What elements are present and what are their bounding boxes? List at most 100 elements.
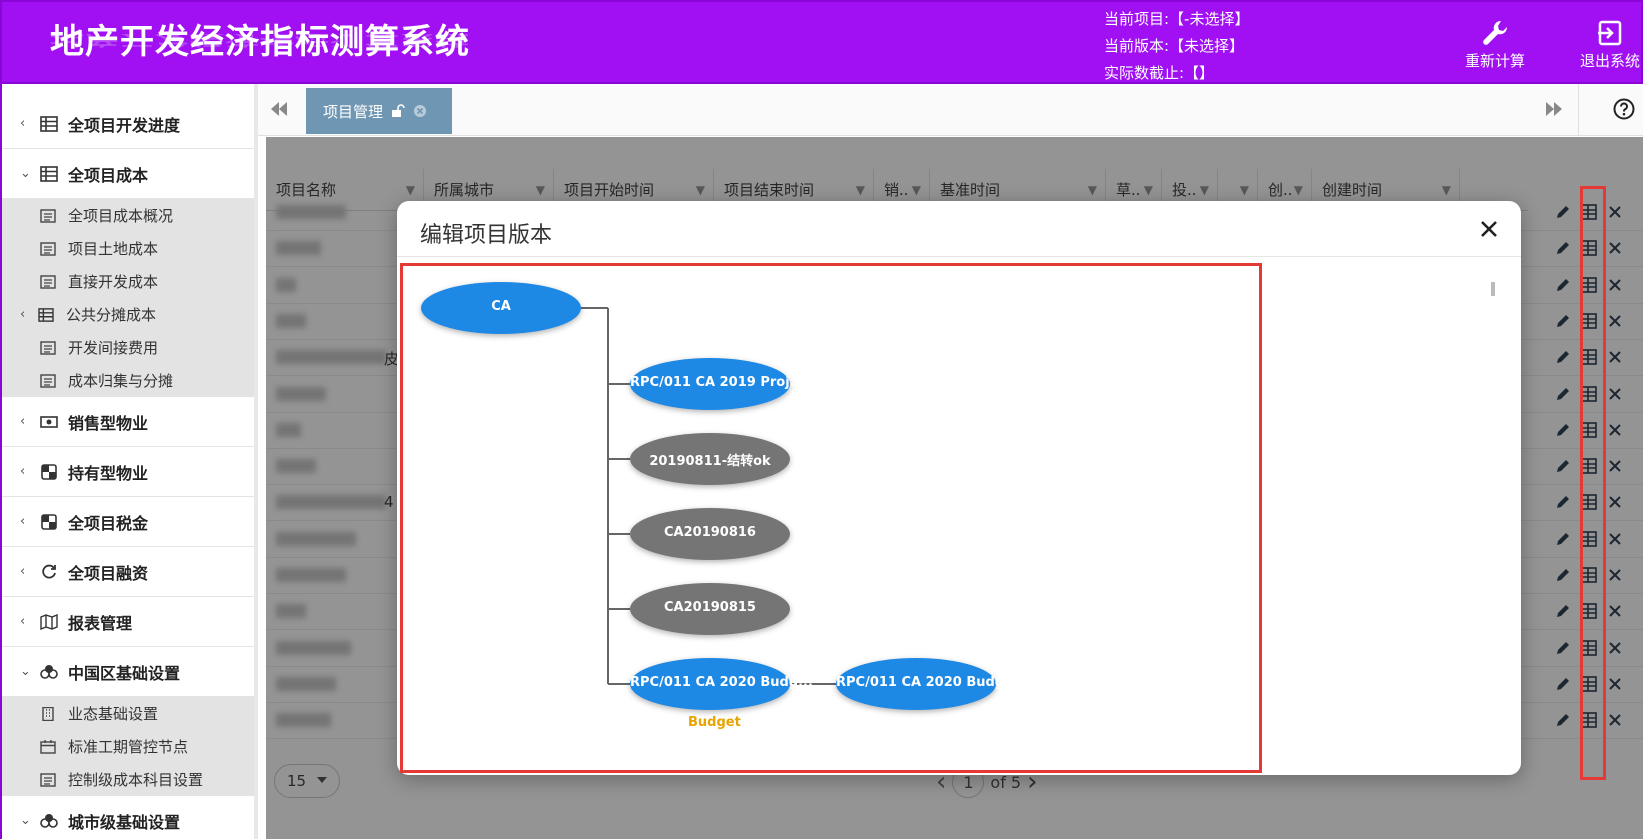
tab-close-icon[interactable] (413, 104, 427, 118)
column-header[interactable]: 创..▼ (1258, 169, 1312, 210)
sidebar-group-10[interactable]: ‹全项目税金 (2, 497, 256, 547)
sidebar-group-13[interactable]: ⌄中国区基础设置 (2, 647, 256, 697)
delete-icon[interactable] (1606, 203, 1624, 221)
delete-icon[interactable] (1606, 421, 1624, 439)
delete-icon[interactable] (1606, 239, 1624, 257)
filter-icon[interactable]: ▼ (695, 182, 705, 197)
column-header[interactable]: 创建时间▼ (1312, 169, 1460, 210)
close-icon[interactable] (1477, 217, 1501, 241)
filter-icon[interactable]: ▼ (405, 182, 415, 197)
edit-icon[interactable] (1554, 493, 1572, 511)
sidebar-group-label: 销售型物业 (68, 413, 149, 433)
edit-icon[interactable] (1554, 711, 1572, 729)
versions-icon[interactable] (1580, 203, 1598, 221)
delete-icon[interactable] (1606, 530, 1624, 548)
column-header[interactable]: 所属城市 ▼ (424, 169, 554, 210)
sidebar-group-17[interactable]: ⌄城市级基础设置 (2, 796, 256, 839)
edit-icon[interactable] (1554, 639, 1572, 657)
sidebar-item-16[interactable]: 控制级成本科目设置 (2, 763, 256, 796)
edit-icon[interactable] (1554, 530, 1572, 548)
sidebar-item-label: 标准工期管控节点 (68, 738, 189, 756)
column-label: 所属城市 (434, 181, 495, 199)
edit-icon[interactable] (1554, 602, 1572, 620)
tree-node-4[interactable] (630, 658, 790, 710)
tree-node-3[interactable] (630, 583, 790, 635)
sidebar-item-6[interactable]: 开发间接费用 (2, 331, 256, 364)
next-page-icon[interactable]: › (1027, 767, 1038, 797)
column-header[interactable]: ▼ (1218, 169, 1258, 210)
logout-button[interactable]: 退出系统 (1580, 18, 1640, 71)
delete-icon[interactable] (1606, 385, 1624, 403)
delete-icon[interactable] (1606, 348, 1624, 366)
app-header: 地产开发经济指标测算系统 地产开发经济指标测算系统 当前项目:【-未选择】 当前… (0, 0, 1643, 84)
sidebar-item-2[interactable]: 全项目成本概况 (2, 199, 256, 232)
sidebar-group-9[interactable]: ‹持有型物业 (2, 447, 256, 497)
sidebar-item-label: 全项目成本概况 (68, 207, 174, 225)
column-header[interactable]: 项目结束时间▼ (714, 169, 874, 210)
delete-icon[interactable] (1606, 675, 1624, 693)
delete-icon[interactable] (1606, 602, 1624, 620)
filter-icon[interactable]: ▼ (911, 182, 921, 197)
sidebar-group-0[interactable]: ‹全项目开发进度 (2, 99, 256, 149)
prev-page-icon[interactable]: ‹ (936, 767, 947, 797)
tree-node-2[interactable] (630, 508, 790, 560)
edit-icon[interactable] (1554, 457, 1572, 475)
tab-scroll-left-icon[interactable] (268, 98, 290, 120)
versions-icon[interactable] (1580, 675, 1598, 693)
tree-node-0[interactable] (630, 358, 790, 410)
edit-icon[interactable] (1554, 239, 1572, 257)
help-icon[interactable] (1613, 98, 1635, 120)
sidebar-item-3[interactable]: 项目土地成本 (2, 232, 256, 265)
column-header[interactable]: 草..▼ (1106, 169, 1162, 210)
sidebar-item-7[interactable]: 成本归集与分摊 (2, 364, 256, 397)
filter-icon[interactable]: ▼ (1143, 182, 1153, 197)
sidebar-group-12[interactable]: ‹报表管理 (2, 597, 256, 647)
delete-icon[interactable] (1606, 312, 1624, 330)
sidebar-item-14[interactable]: 业态基础设置 (2, 697, 256, 730)
filter-icon[interactable]: ▼ (1199, 182, 1209, 197)
filter-icon[interactable]: ▼ (1293, 182, 1303, 197)
page-size-select[interactable]: 15 (274, 764, 340, 798)
filter-icon[interactable]: ▼ (535, 182, 545, 197)
column-header[interactable]: 销..▼ (874, 169, 930, 210)
edit-icon[interactable] (1554, 566, 1572, 584)
delete-icon[interactable] (1606, 457, 1624, 475)
tree-node-1[interactable] (630, 433, 790, 485)
tab-project-management[interactable]: 项目管理 (306, 88, 452, 134)
edit-icon[interactable] (1554, 675, 1572, 693)
modal-scrollbar[interactable] (1491, 282, 1495, 296)
edit-icon[interactable] (1554, 385, 1572, 403)
sidebar-group-1[interactable]: ⌄全项目成本 (2, 149, 256, 199)
edit-icon[interactable] (1554, 203, 1572, 221)
sidebar-scrollbar[interactable] (254, 84, 258, 839)
delete-icon[interactable] (1606, 276, 1624, 294)
delete-icon[interactable] (1606, 493, 1624, 511)
sidebar-item-15[interactable]: 标准工期管控节点 (2, 730, 256, 763)
sidebar-group-8[interactable]: ‹销售型物业 (2, 397, 256, 447)
filter-icon[interactable]: ▼ (1239, 182, 1249, 197)
column-header[interactable]: 投..▼ (1162, 169, 1218, 210)
chevron-left-icon: ‹ (20, 564, 26, 579)
edit-icon[interactable] (1554, 312, 1572, 330)
sidebar-subgroup-5[interactable]: ‹公共分摊成本 (2, 298, 256, 331)
filter-icon[interactable]: ▼ (1441, 182, 1451, 197)
sidebar-group-11[interactable]: ‹全项目融资 (2, 547, 256, 597)
tree-node-root[interactable] (421, 282, 581, 334)
versions-icon[interactable] (1580, 457, 1598, 475)
sidebar-item-4[interactable]: 直接开发成本 (2, 265, 256, 298)
filter-icon[interactable]: ▼ (855, 182, 865, 197)
recalc-button[interactable]: 重新计算 (1465, 18, 1525, 71)
column-header[interactable]: 项目名称▼ (266, 169, 424, 210)
delete-icon[interactable] (1606, 711, 1624, 729)
edit-icon[interactable] (1554, 421, 1572, 439)
delete-icon[interactable] (1606, 566, 1624, 584)
unlock-icon[interactable] (391, 104, 405, 118)
column-header[interactable]: 基准时间▼ (930, 169, 1106, 210)
delete-icon[interactable] (1606, 639, 1624, 657)
tree-node-4-child[interactable] (836, 658, 996, 710)
edit-icon[interactable] (1554, 348, 1572, 366)
column-header[interactable]: 项目开始时间▼ (554, 169, 714, 210)
filter-icon[interactable]: ▼ (1087, 182, 1097, 197)
edit-icon[interactable] (1554, 276, 1572, 294)
tab-scroll-right-icon[interactable] (1543, 98, 1565, 120)
